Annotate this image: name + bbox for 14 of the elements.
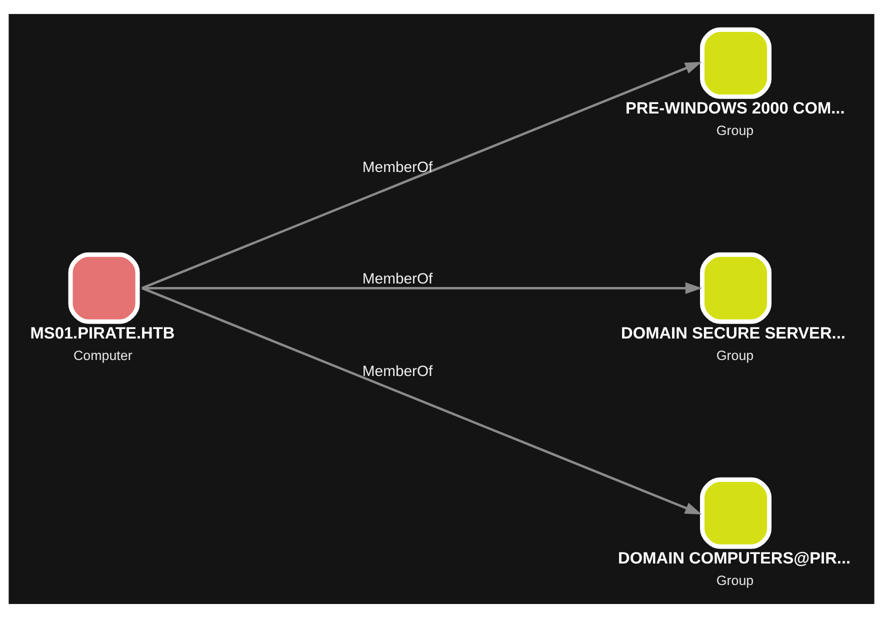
edge-label: MemberOf <box>362 159 433 176</box>
node-label: MS01.PIRATE.HTB <box>30 324 175 342</box>
edge-label: MemberOf <box>362 271 433 288</box>
node-label: DOMAIN SECURE SERVER... <box>621 324 846 342</box>
node-label: DOMAIN COMPUTERS@PIR... <box>618 548 851 567</box>
arrow <box>142 61 702 289</box>
node-label: PRE-WINDOWS 2000 COM... <box>626 99 845 118</box>
node-label: Computer <box>73 347 132 362</box>
node-label: Group <box>716 572 754 588</box>
node-label: Group <box>716 122 754 138</box>
edge-label: MemberOf <box>362 364 433 380</box>
node-label: Group <box>716 347 754 362</box>
arrow <box>142 286 702 514</box>
arrow <box>142 282 702 294</box>
